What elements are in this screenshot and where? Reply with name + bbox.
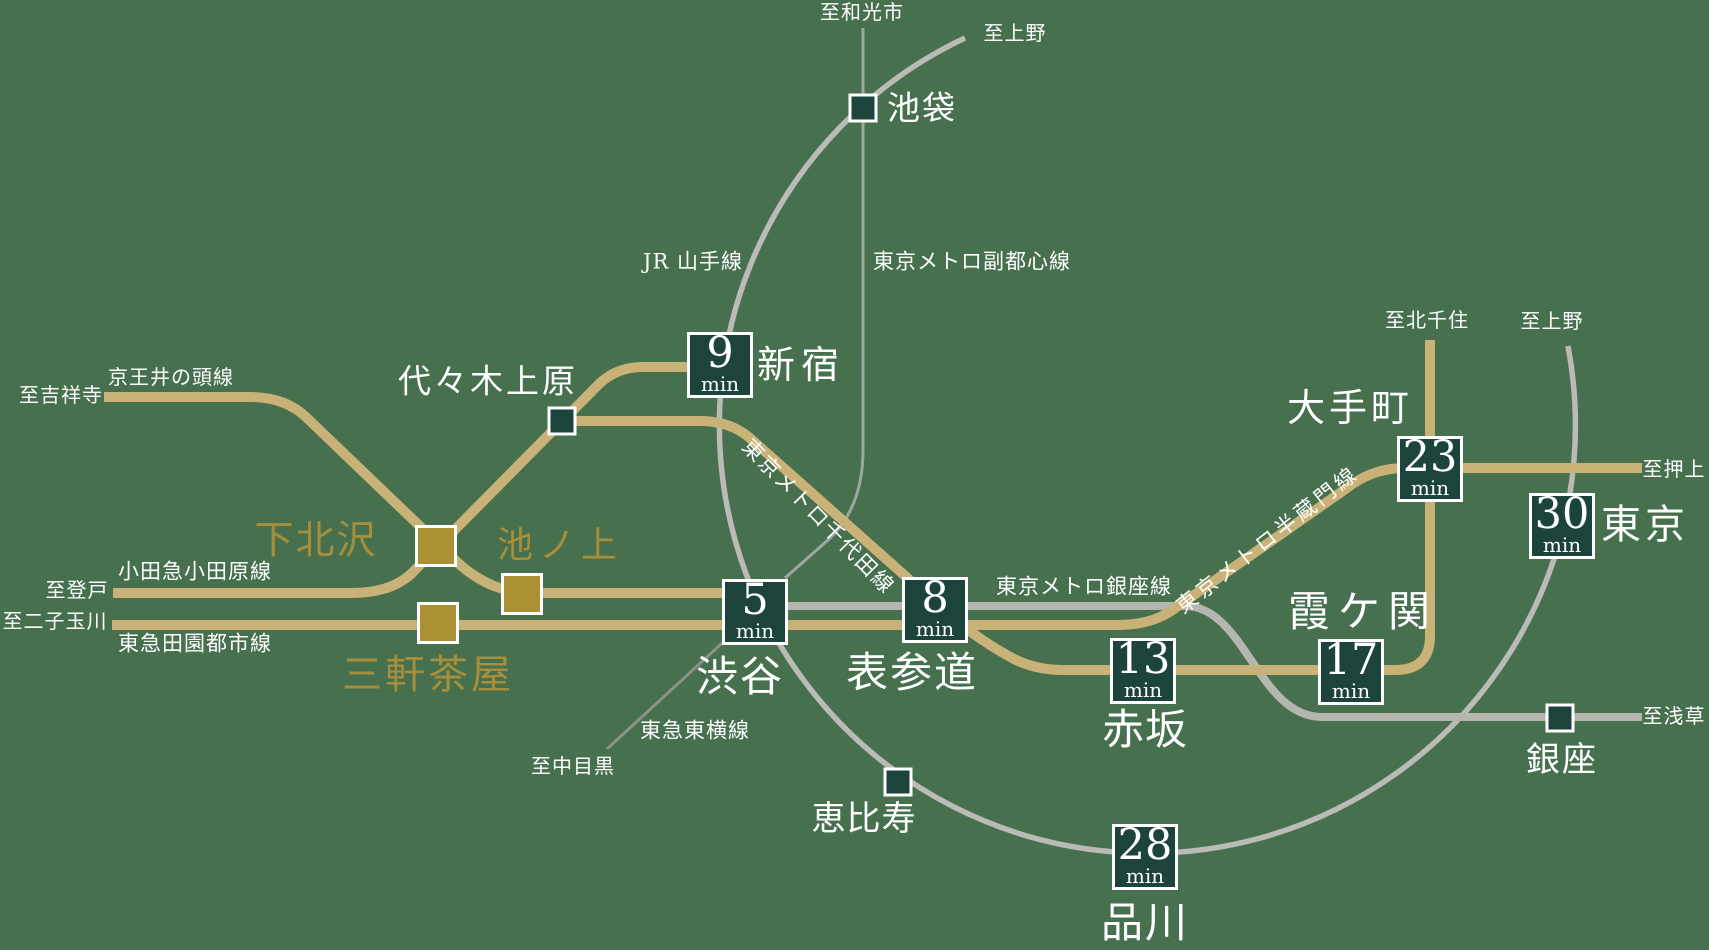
time-badge-shinjuku: 9 min: [687, 332, 753, 398]
time-badge-shibuya: 5 min: [722, 579, 788, 645]
badge-minutes: 8: [921, 573, 949, 624]
station-marker-ikebukuro: [848, 93, 878, 123]
badge-minutes: 17: [1323, 635, 1379, 686]
line-label-odakyu-odawara: 小田急小田原線: [118, 559, 272, 584]
chiyoda-line-path: [558, 340, 1435, 675]
station-label-ikebukuro: 池袋: [887, 88, 957, 128]
badge-minutes: 5: [741, 575, 769, 626]
direction-label-ueno-east: 至上野: [1520, 309, 1584, 333]
tokyu-toyoko-line-path: [605, 631, 735, 751]
station-label-otemachi: 大手町: [1286, 386, 1414, 430]
station-label-tokyo: 東京: [1601, 502, 1689, 548]
badge-unit: min: [915, 616, 955, 641]
badge-unit: min: [1125, 863, 1165, 888]
direction-label-noborito: 至登戸: [45, 578, 109, 602]
fukutoshin-line-path: [784, 28, 865, 580]
direction-label-futako-tamagawa: 至二子玉川: [2, 609, 108, 633]
station-label-sangenjaya: 三軒茶屋: [342, 652, 514, 698]
station-marker-ginza: [1545, 703, 1575, 733]
badge-minutes: 13: [1115, 634, 1171, 685]
station-label-shinjuku: 新宿: [756, 343, 846, 387]
station-marker-ikenoue: [501, 573, 543, 615]
station-label-shimokitazawa: 下北沢: [254, 518, 378, 564]
station-marker-sangenjaya: [417, 602, 459, 644]
line-label-fukutoshin: 東京メトロ副都心線: [873, 249, 1071, 274]
direction-label-asakusa: 至浅草: [1642, 704, 1706, 728]
station-marker-shimokitazawa: [415, 525, 457, 567]
badge-unit: min: [1410, 475, 1450, 500]
direction-label-nakameguro: 至中目黒: [531, 754, 615, 778]
time-badge-shinagawa: 28 min: [1112, 824, 1178, 890]
time-badge-kasumigaseki: 17 min: [1318, 639, 1384, 705]
line-label-keio-inokashira: 京王井の頭線: [108, 365, 234, 389]
station-label-yoyogi-uehara: 代々木上原: [398, 361, 578, 401]
badge-unit: min: [700, 371, 740, 396]
station-label-ikenoue: 池ノ上: [496, 525, 624, 566]
badge-unit: min: [735, 618, 775, 643]
time-badge-akasaka: 13 min: [1110, 638, 1176, 704]
denentoshi-hanzomon-line-path: [112, 463, 1642, 630]
station-label-shibuya: 渋谷: [695, 652, 785, 701]
station-label-ebisu: 恵比寿: [811, 799, 917, 839]
line-label-tokyu-denentoshi: 東急田園都市線: [118, 631, 272, 656]
badge-minutes: 28: [1117, 820, 1173, 871]
station-marker-yoyogi-uehara: [547, 406, 577, 436]
station-marker-ebisu: [883, 767, 913, 797]
badge-minutes: 30: [1534, 489, 1590, 540]
station-label-akasaka: 赤坂: [1101, 705, 1189, 754]
jr-yamanote-line-path: [716, 35, 1579, 856]
direction-label-ueno-top: 至上野: [983, 21, 1047, 45]
badge-unit: min: [1123, 677, 1163, 702]
line-label-tokyu-toyoko: 東急東横線: [640, 718, 750, 743]
badge-minutes: 23: [1402, 432, 1458, 483]
ginza-line-path: [775, 602, 1642, 721]
direction-label-wakoshi: 至和光市: [820, 0, 904, 24]
odakyu-odawara-line-path: [113, 362, 705, 598]
badge-minutes: 9: [706, 328, 734, 379]
badge-unit: min: [1542, 532, 1582, 557]
time-badge-tokyo: 30 min: [1529, 493, 1595, 559]
station-label-ginza: 銀座: [1526, 740, 1598, 780]
time-badge-omotesando: 8 min: [902, 577, 968, 643]
time-badge-otemachi: 23 min: [1397, 436, 1463, 502]
station-label-kasumigaseki: 霞ケ関: [1287, 587, 1439, 636]
line-label-jr-yamanote: JR 山手線: [643, 249, 743, 274]
station-label-omotesando: 表参道: [845, 648, 979, 697]
station-label-shinagawa: 品川: [1100, 898, 1190, 947]
direction-label-kitasenju: 至北千住: [1385, 308, 1469, 332]
direction-label-oshiage: 至押上: [1642, 457, 1706, 481]
badge-unit: min: [1331, 678, 1371, 703]
line-label-ginza: 東京メトロ銀座線: [996, 574, 1172, 599]
direction-label-kichijoji: 至吉祥寺: [19, 383, 103, 407]
